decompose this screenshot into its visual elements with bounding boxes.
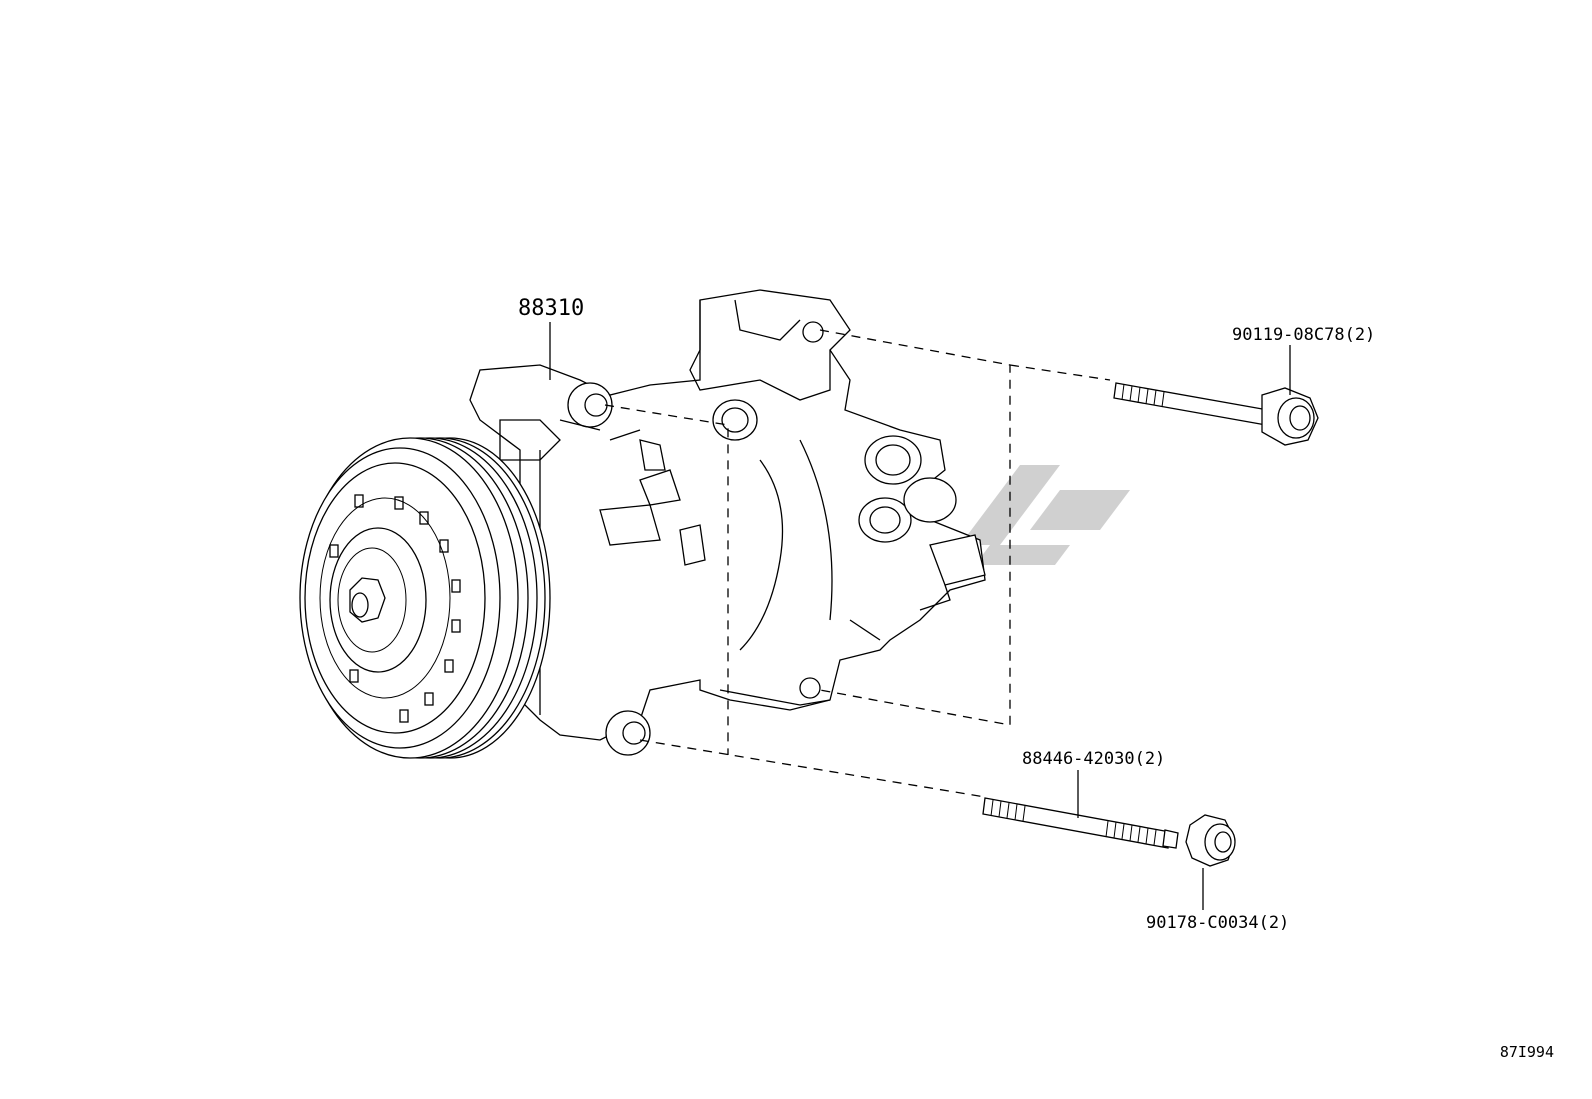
flange-nut — [1185, 814, 1236, 867]
part-label-bolt: 90119-08C78(2) — [1232, 325, 1375, 345]
compressor-pulley — [299, 437, 551, 759]
flange-bolt — [1113, 382, 1319, 446]
part-label-stud: 88446-42030(2) — [1022, 749, 1165, 769]
alignment-lines — [604, 329, 1111, 798]
stud-bolt — [982, 797, 1179, 849]
leader-lines — [549, 322, 1291, 910]
part-label-nut: 90178-C0034(2) — [1146, 913, 1289, 933]
part-label-compressor: 88310 — [518, 296, 584, 321]
diagram-reference-code: 87I994 — [1499, 1043, 1554, 1061]
